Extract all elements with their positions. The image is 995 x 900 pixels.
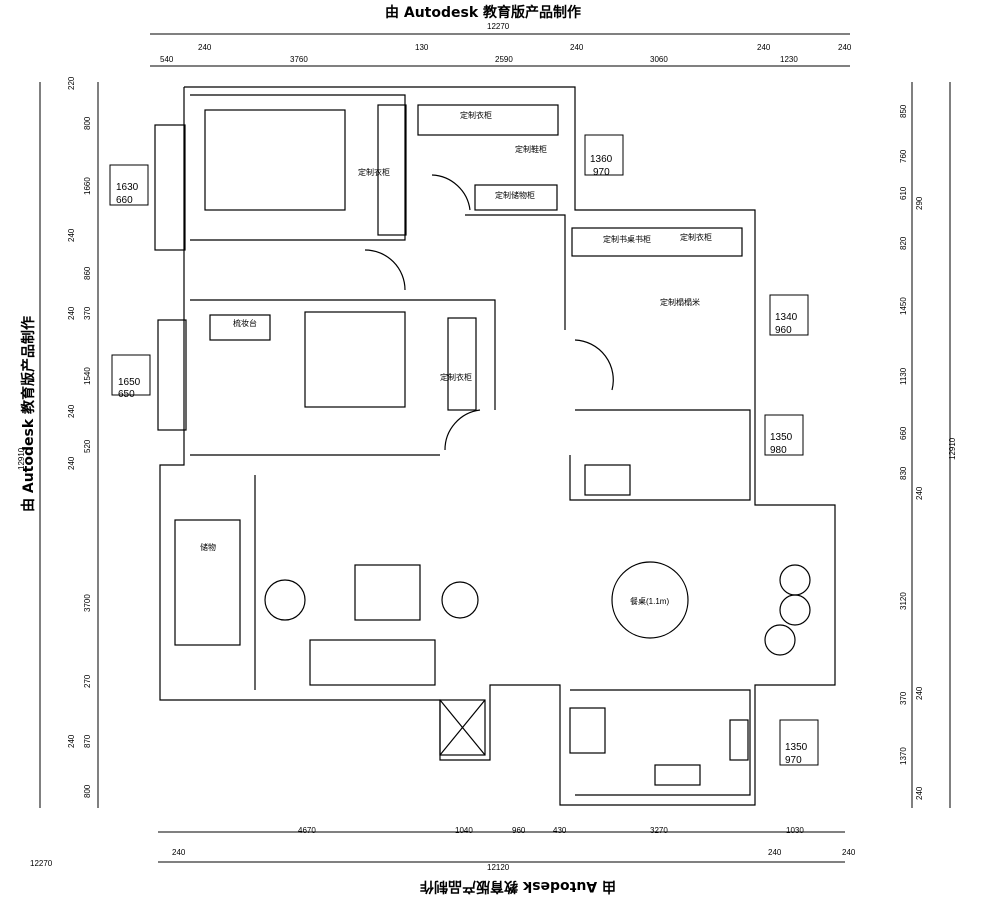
window-2-w: 1360 xyxy=(590,154,613,165)
window-4-h: 960 xyxy=(775,325,792,336)
label-dining-table: 餐桌(1.1m) xyxy=(630,596,669,606)
dim-overall-bottom-label: 12120 xyxy=(487,863,510,872)
label-study-desk: 定制书桌书柜 xyxy=(603,234,651,244)
dim-left-4: 860 xyxy=(83,266,92,280)
window-box-3 xyxy=(111,354,151,396)
window-5-w: 1350 xyxy=(770,432,793,443)
dim-bottom-0: 240 xyxy=(172,848,186,857)
dim-top-6: 3060 xyxy=(650,55,668,64)
window-2-h: 970 xyxy=(593,167,610,178)
dim-right-12: 370 xyxy=(899,691,908,705)
label-shoe: 定制鞋柜 xyxy=(515,144,547,154)
dim-right-1: 760 xyxy=(899,149,908,163)
dim-right-6: 1130 xyxy=(899,367,908,385)
dim-left-15: 800 xyxy=(83,784,92,798)
dim-overall-top-label: 12270 xyxy=(487,22,510,31)
dim-right-0: 850 xyxy=(899,104,908,118)
dim-left-6: 370 xyxy=(83,306,92,320)
dim-top-1: 240 xyxy=(198,43,212,52)
dim-right-10: 3120 xyxy=(899,592,908,610)
dim-top-2: 3760 xyxy=(290,55,308,64)
label-dressing-table: 梳妆台 xyxy=(233,318,257,328)
label-wardrobe-1: 定制衣柜 xyxy=(358,167,390,177)
dim-top-8: 1230 xyxy=(780,55,798,64)
dim-left-8: 240 xyxy=(67,404,76,418)
dim-bottom-5: 3270 xyxy=(650,826,668,835)
window-6-h: 970 xyxy=(785,755,802,766)
dim-top-3: 130 xyxy=(415,43,429,52)
dim-left-5: 240 xyxy=(67,306,76,320)
window-box-6 xyxy=(779,719,819,766)
dim-bottom-3: 960 xyxy=(512,826,526,835)
dim-left-0: 220 xyxy=(67,76,76,90)
dim-left-9: 520 xyxy=(83,439,92,453)
dims-left-group: 220 800 1660 240 860 240 370 1540 240 52… xyxy=(67,76,92,798)
window-box-1 xyxy=(109,164,149,206)
window-6-w: 1350 xyxy=(785,742,808,753)
dim-top-9: 240 xyxy=(838,43,852,52)
dim-right-9: 240 xyxy=(915,486,924,500)
dim-right-8: 830 xyxy=(899,466,908,480)
dim-bottom-2: 1040 xyxy=(455,826,473,835)
dim-left-14: 870 xyxy=(83,734,92,748)
dim-left-3: 240 xyxy=(67,228,76,242)
label-wardrobe-3: 定制衣柜 xyxy=(440,372,472,382)
dim-top-4: 2590 xyxy=(495,55,513,64)
dims-right-group: 850 760 610 290 820 1450 1130 660 830 24… xyxy=(899,104,924,800)
dim-left-13: 240 xyxy=(67,734,76,748)
label-wardrobe-2: 定制衣柜 xyxy=(460,110,492,120)
dim-bottom-6: 1030 xyxy=(786,826,804,835)
window-5-h: 980 xyxy=(770,445,787,456)
dim-bottom-8: 240 xyxy=(842,848,856,857)
window-1-h: 660 xyxy=(116,195,133,206)
dim-right-5: 1450 xyxy=(899,297,908,315)
window-1-w: 1630 xyxy=(116,182,139,193)
watermark-bottom: 由 Autodesk 教育版产品制作 xyxy=(420,878,617,894)
dim-right-3: 290 xyxy=(915,196,924,210)
dim-top-5: 240 xyxy=(570,43,584,52)
label-wardrobe-5: 定制衣柜 xyxy=(680,232,712,242)
label-tatami: 定制榻榻米 xyxy=(660,297,700,307)
window-3-w: 1650 xyxy=(118,377,141,388)
window-3-h: 650 xyxy=(118,389,135,400)
dim-right-4: 820 xyxy=(899,236,908,250)
dim-right-14: 240 xyxy=(915,786,924,800)
dim-left-2: 1660 xyxy=(83,177,92,195)
watermark-top: 由 Autodesk 教育版产品制作 xyxy=(385,5,582,21)
label-hall-cabinet: 定制储物柜 xyxy=(495,190,535,200)
dim-left-11: 3700 xyxy=(83,594,92,612)
dim-right-11: 240 xyxy=(915,686,924,700)
window-box-2 xyxy=(584,134,624,176)
dim-left-12: 270 xyxy=(83,674,92,688)
dim-overall-top: 12270 xyxy=(30,859,53,868)
dim-right-2: 610 xyxy=(899,186,908,200)
dim-overall-right-label: 12910 xyxy=(948,437,957,460)
label-storage: 储物 xyxy=(200,542,216,552)
dim-top-7: 240 xyxy=(757,43,771,52)
window-4-w: 1340 xyxy=(775,312,798,323)
dim-right-7: 660 xyxy=(899,426,908,440)
dim-bottom-4: 430 xyxy=(553,826,567,835)
dim-top-0: 540 xyxy=(160,55,174,64)
dim-left-7: 1540 xyxy=(83,367,92,385)
dim-right-13: 1370 xyxy=(899,747,908,765)
dim-bottom-7: 240 xyxy=(768,848,782,857)
dim-left-1: 800 xyxy=(83,116,92,130)
dim-bottom-1: 4670 xyxy=(298,826,316,835)
watermark-left: 由 Autodesk 教育版产品制作 xyxy=(21,315,38,513)
dim-left-10: 240 xyxy=(67,456,76,470)
dim-overall-left-label: 12910 xyxy=(17,447,26,470)
window-box-4 xyxy=(769,294,809,336)
window-box-5 xyxy=(764,414,804,456)
walls xyxy=(154,86,836,806)
